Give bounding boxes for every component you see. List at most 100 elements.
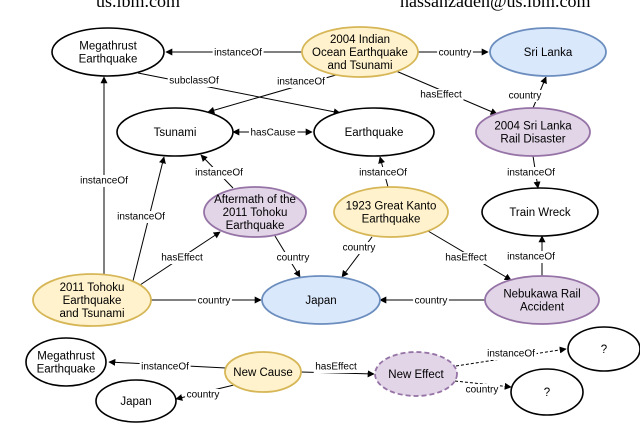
edge-nc-instance: instanceOf — [108, 358, 227, 373]
edge-label: instanceOf — [141, 362, 189, 373]
edge-label: country — [509, 91, 542, 102]
node-shape — [25, 337, 107, 387]
edge-label-background — [139, 361, 191, 373]
edge-label: instanceOf — [80, 176, 128, 187]
node-label-line: ? — [601, 344, 607, 356]
page-header: us.ibm.com hassanzadeh@us.ibm.com — [0, 0, 640, 11]
node-shape — [567, 326, 640, 372]
edge-tohoku-megathrust: instanceOf — [78, 76, 130, 274]
edge-label-background — [443, 252, 489, 264]
edge-aftermath-tsunami: instanceOf — [193, 154, 245, 189]
edge-tohoku-country: country — [151, 295, 262, 307]
node-shape — [475, 107, 591, 157]
edge-label-background — [341, 242, 377, 254]
edge-kanto-hasEffect: hasEffect — [427, 230, 512, 281]
edge-label: hasCause — [250, 128, 295, 139]
edge-label-background — [505, 251, 557, 263]
edge-nc-hasEffect: hasEffect — [300, 361, 375, 378]
node-shape — [301, 26, 419, 78]
edge-label-background — [413, 295, 449, 307]
edge-rd-country: country — [507, 76, 547, 109]
node-shape — [481, 187, 599, 237]
edge-label: hasEffect — [315, 362, 357, 373]
edge-tohoku-aftermath: hasEffect — [139, 231, 221, 286]
edge-label-background — [193, 167, 245, 179]
node-shape — [95, 379, 177, 423]
node-label-line: Nebukawa Rail — [503, 289, 580, 301]
edge-label: hasEffect — [445, 253, 487, 264]
edge-label: instanceOf — [359, 168, 407, 179]
node-label-line: and Tsunami — [60, 308, 125, 320]
node-label-line: Earthquake — [362, 214, 421, 226]
node-earthquake: Earthquake — [313, 107, 435, 157]
edge-label-background — [115, 211, 167, 223]
node-shape — [484, 275, 600, 325]
node-shape — [313, 107, 435, 157]
edge-io-megathrust: instanceOf — [165, 47, 302, 59]
node-label-line: 2011 Tohoku — [60, 282, 125, 294]
node-japan2: Japan — [95, 379, 177, 423]
edge-label-background — [212, 47, 264, 59]
node-label-line: Accident — [520, 302, 565, 314]
node-label-line: Train Wreck — [509, 207, 571, 219]
edge-rd-instance: instanceOf — [505, 155, 557, 189]
edge-hasCause: hasCause — [232, 127, 313, 139]
node-label-line: 2011 Tohoku — [223, 207, 288, 219]
node-shape — [510, 368, 584, 416]
node-label-line: 2004 Indian — [330, 34, 390, 46]
node-shape — [333, 186, 449, 238]
node-train-wreck: Train Wreck — [481, 187, 599, 237]
edge-label-background — [505, 167, 557, 179]
edge-label: country — [466, 385, 499, 396]
node-label-line: 2004 Sri Lanka — [494, 121, 572, 133]
header-email-left: us.ibm.com — [96, 0, 180, 11]
node-label-line: and Tsunami — [328, 60, 393, 72]
node-label-line: New Effect — [388, 369, 444, 381]
node-label-line: Megathrust — [79, 41, 137, 53]
node-new-effect: New Effect — [374, 351, 458, 397]
node-q1: ? — [567, 326, 640, 372]
node-label-line: Aftermath of the — [214, 194, 296, 206]
edge-label: country — [198, 296, 231, 307]
edge-io-hasEffect: hasEffect — [395, 70, 498, 115]
edge-label-background — [167, 75, 221, 87]
edge-label: country — [277, 253, 310, 264]
edge-kanto-country: country — [341, 236, 377, 278]
node-shape — [51, 27, 165, 77]
node-label-line: ? — [544, 387, 550, 399]
edge-label-background — [418, 89, 464, 101]
edge-label-background — [437, 47, 473, 59]
edge-kanto-earthquake: instanceOf — [357, 156, 409, 188]
edge-label: country — [415, 296, 448, 307]
edge-label-background — [485, 348, 537, 360]
edge-label-background — [313, 361, 359, 373]
edge-label: instanceOf — [487, 349, 535, 360]
node-label-line: Earthquake — [345, 127, 404, 139]
node-label-line: Sri Lanka — [524, 47, 573, 59]
node-new-cause: New Cause — [224, 351, 302, 393]
node-label-line: Earthquake — [63, 295, 122, 307]
edge-label-background — [185, 389, 221, 401]
edge-label-background — [196, 295, 232, 307]
edge-label: instanceOf — [277, 77, 325, 88]
node-sri-lanka: Sri Lanka — [489, 27, 607, 77]
edge-aftermath-country: country — [274, 235, 311, 278]
node-shape — [489, 27, 607, 77]
edge-label-background — [248, 127, 298, 139]
edge-label-background — [275, 252, 311, 264]
edge-label: instanceOf — [117, 212, 165, 223]
node-shape — [374, 351, 458, 397]
node-label-line: Tsunami — [154, 127, 197, 139]
edge-label: hasEffect — [420, 90, 462, 101]
node-label-line: 1923 Great Kanto — [346, 201, 437, 213]
edge-label: instanceOf — [214, 48, 262, 59]
edge-label: subclassOf — [169, 76, 219, 87]
node-q2: ? — [510, 368, 584, 416]
